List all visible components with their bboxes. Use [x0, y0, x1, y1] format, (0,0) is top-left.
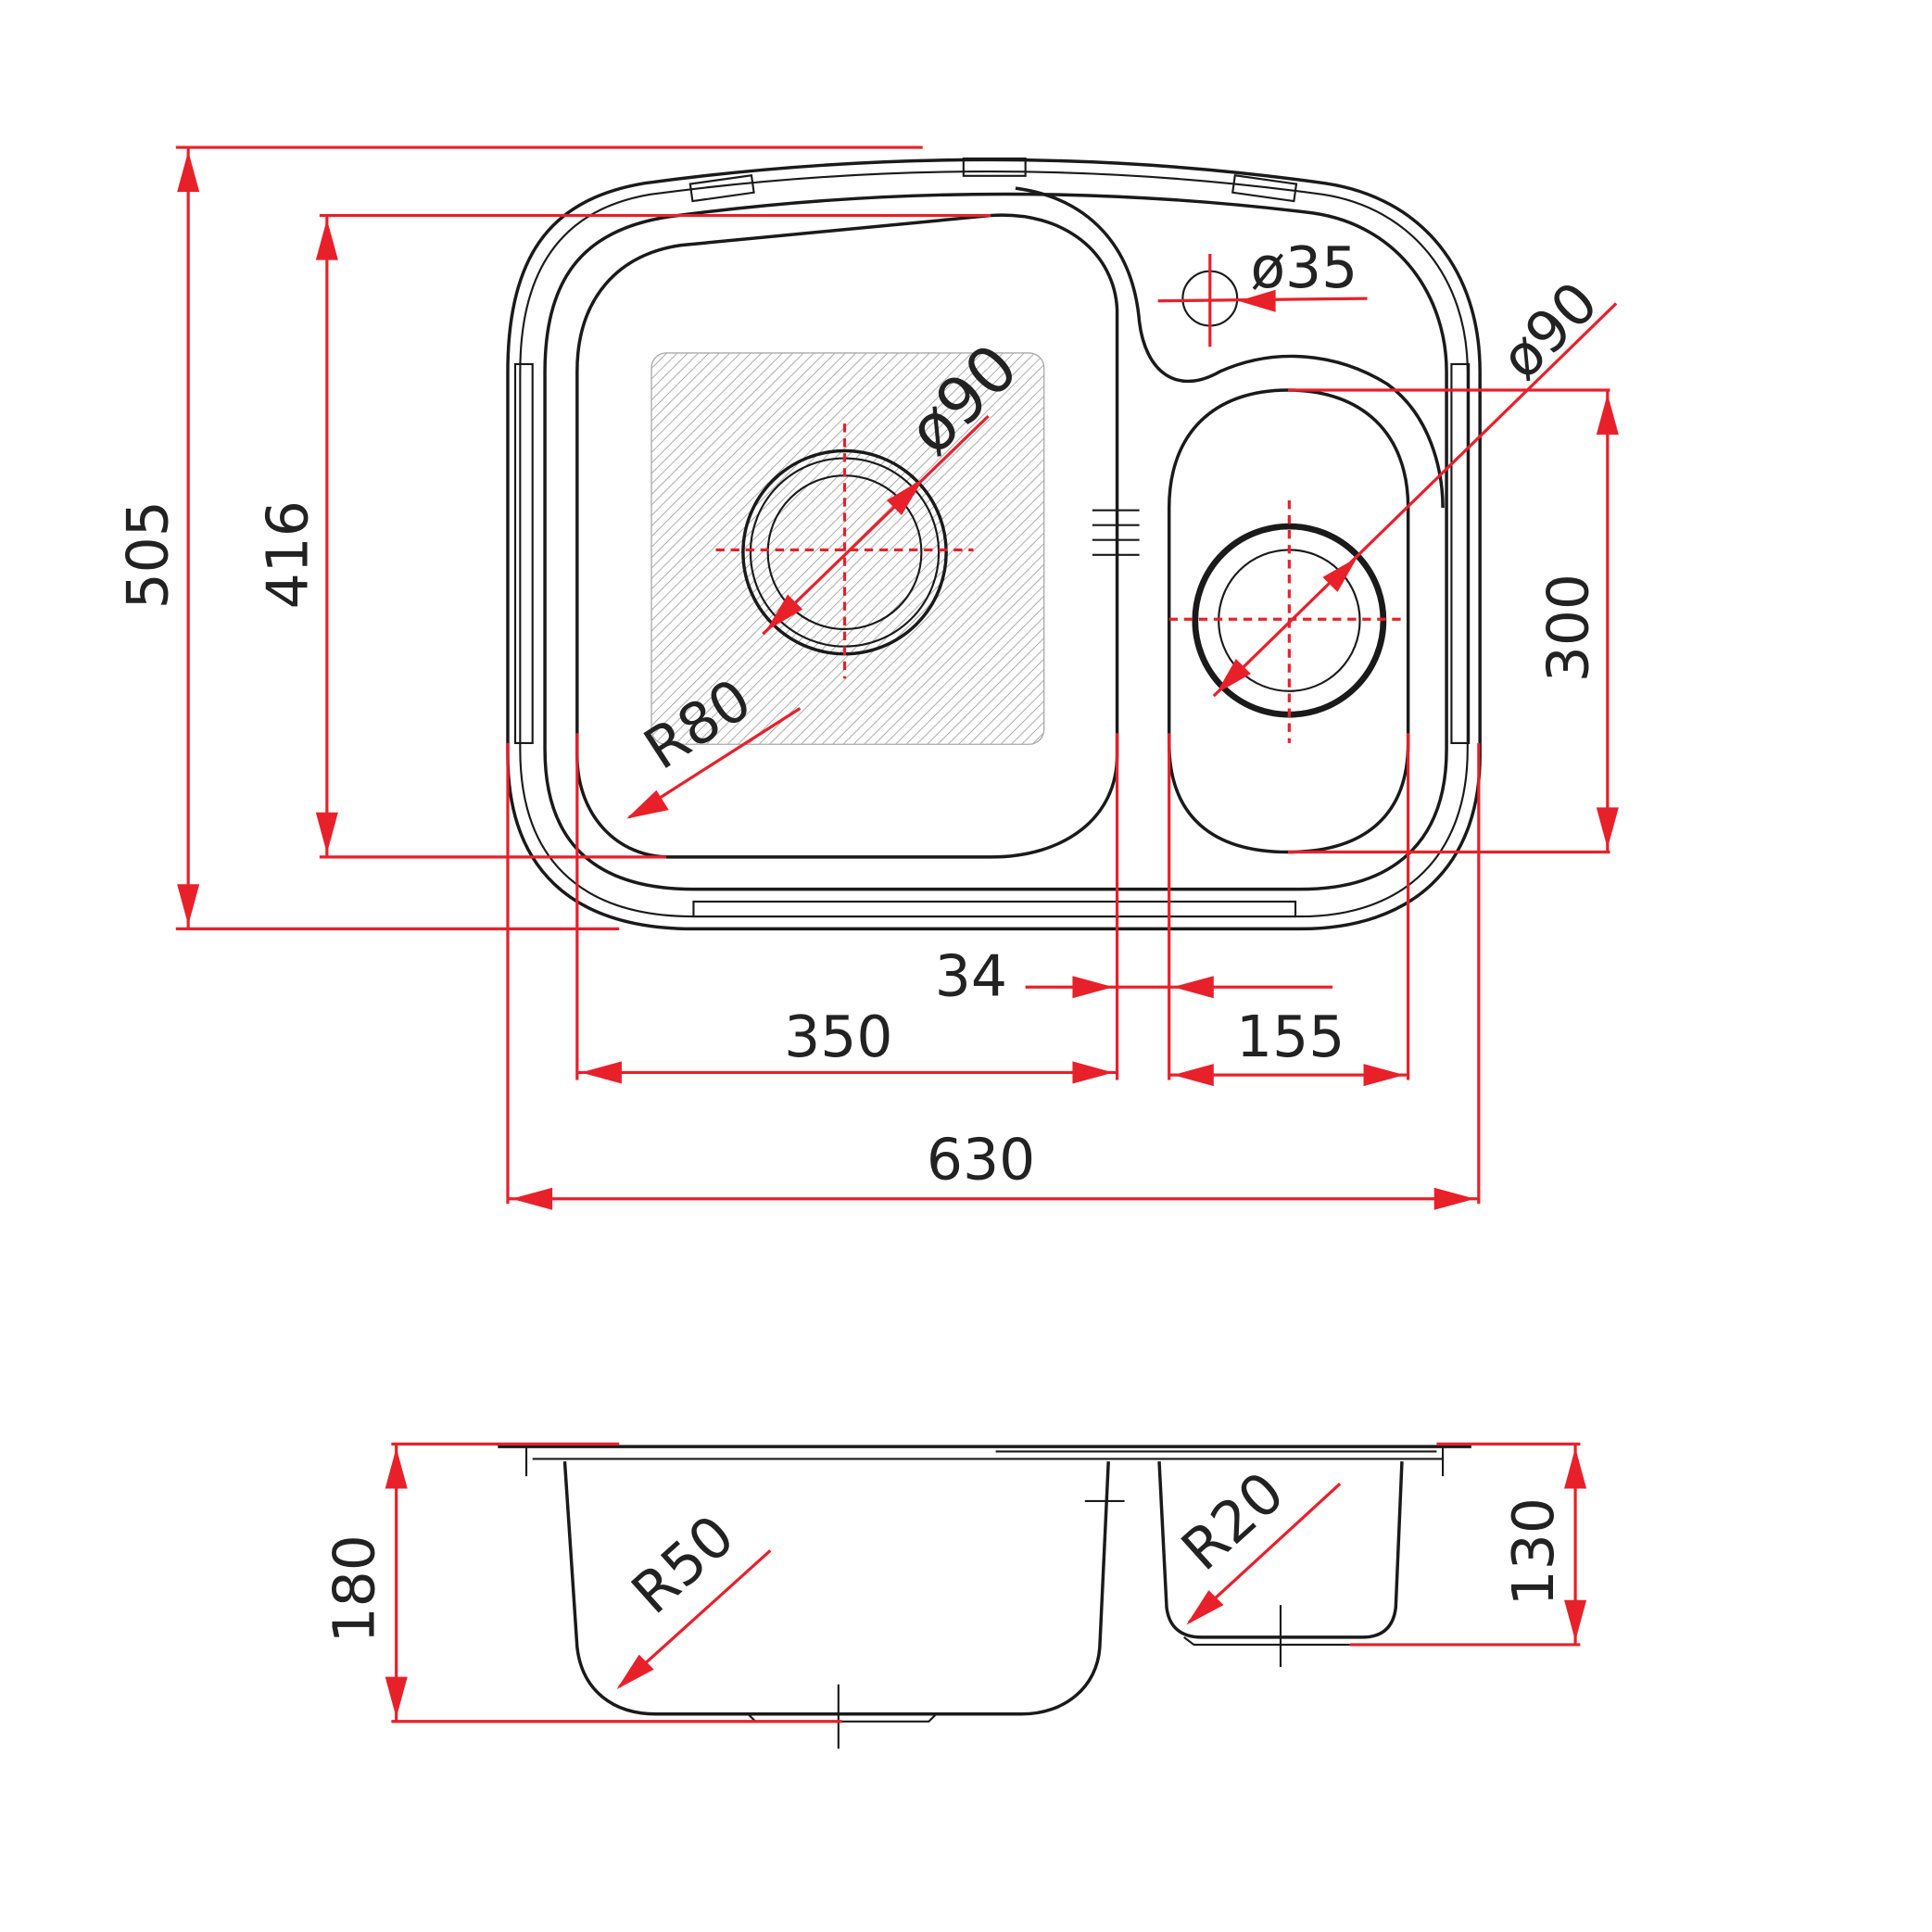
clip-top-2 — [962, 158, 1027, 177]
top-dimensions: 505 416 300 630 350 155 34 ø90 — [115, 145, 1619, 1210]
dim-small-bowl-width: 155 — [1236, 1004, 1345, 1070]
dim-overall-depth: 505 — [115, 500, 181, 609]
dim-small-bowl-depth: 300 — [1535, 574, 1601, 682]
clip-top-3 — [1231, 174, 1298, 203]
clip-top-1 — [688, 174, 755, 203]
side-view — [498, 1445, 1471, 1749]
dim-main-bowl-height: 180 — [322, 1534, 388, 1643]
side-clip-left — [513, 362, 534, 744]
tap-recess — [1015, 186, 1445, 508]
bowl-bottom-grid — [650, 352, 1045, 745]
small-bowl-profile — [1157, 1461, 1404, 1639]
dim-small-bowl-height: 130 — [1501, 1497, 1567, 1606]
dim-main-bowl-depth: 416 — [255, 500, 321, 609]
dim-main-bowl-radius: R50 — [620, 1503, 747, 1627]
dim-small-bowl-radius: R20 — [1169, 1459, 1296, 1584]
clip-bottom — [692, 900, 1297, 918]
dim-main-bowl-width: 350 — [784, 1004, 892, 1070]
dim-divider-width: 34 — [935, 944, 1007, 1010]
dim-overall-width: 630 — [927, 1127, 1035, 1193]
dim-small-drain: ø90 — [1488, 270, 1610, 392]
overflow-icon — [1092, 501, 1140, 573]
sink-rim-inner — [519, 170, 1469, 918]
side-clip-right — [1450, 362, 1471, 744]
sink-outer-rim — [506, 158, 1482, 931]
dim-tap-hole: ø35 — [1250, 235, 1357, 301]
top-view — [506, 158, 1482, 931]
